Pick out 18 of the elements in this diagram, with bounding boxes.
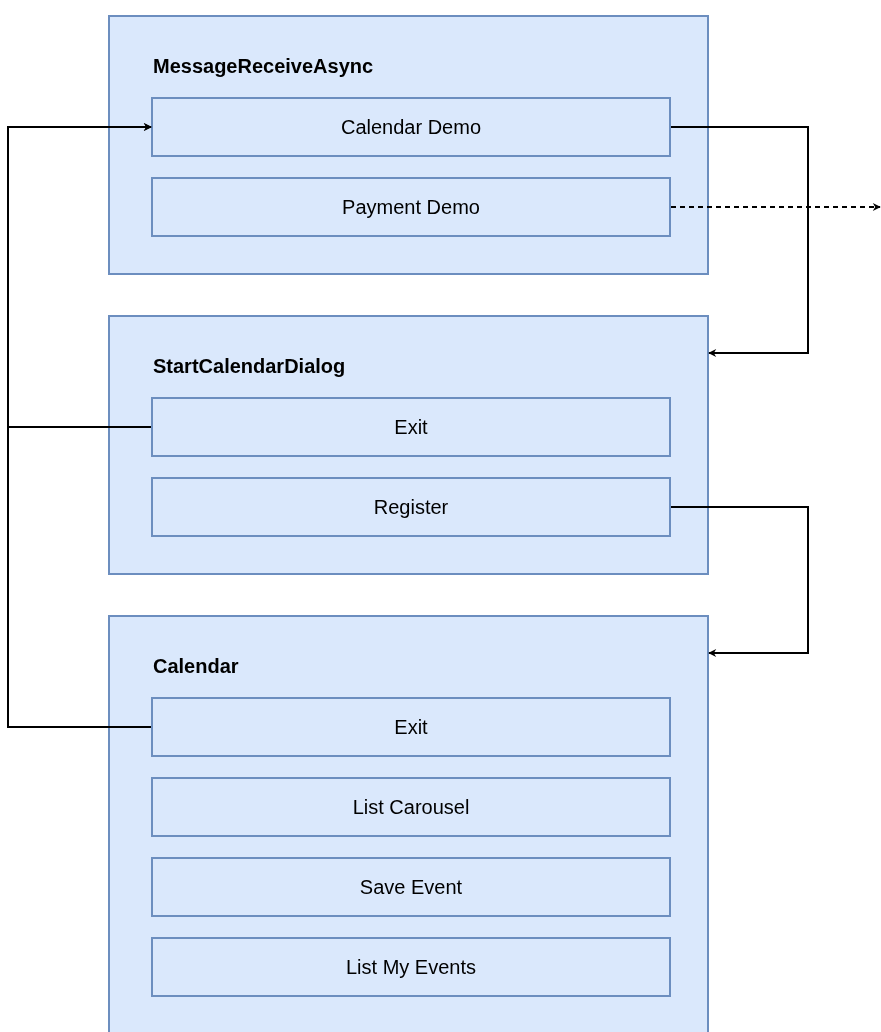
- dialog-panel: [108, 315, 709, 575]
- option-box: Exit: [151, 697, 671, 757]
- dialog-panel: [108, 615, 709, 1032]
- dialog-title: Calendar: [153, 655, 239, 678]
- option-box: List My Events: [151, 937, 671, 997]
- option-box: Payment Demo: [151, 177, 671, 237]
- arrow: [670, 126, 809, 357]
- dialog-title: MessageReceiveAsync: [153, 55, 374, 78]
- option-box: Register: [151, 477, 671, 537]
- arrow: [670, 203, 881, 211]
- option-box: Exit: [151, 397, 671, 457]
- dialog-title: StartCalendarDialog: [153, 355, 346, 378]
- option-box: List Carousel: [151, 777, 671, 837]
- arrow: [670, 506, 809, 657]
- option-box: Calendar Demo: [151, 97, 671, 157]
- option-box: Save Event: [151, 857, 671, 917]
- arrow: [7, 123, 152, 728]
- dialog-panel: [108, 15, 709, 275]
